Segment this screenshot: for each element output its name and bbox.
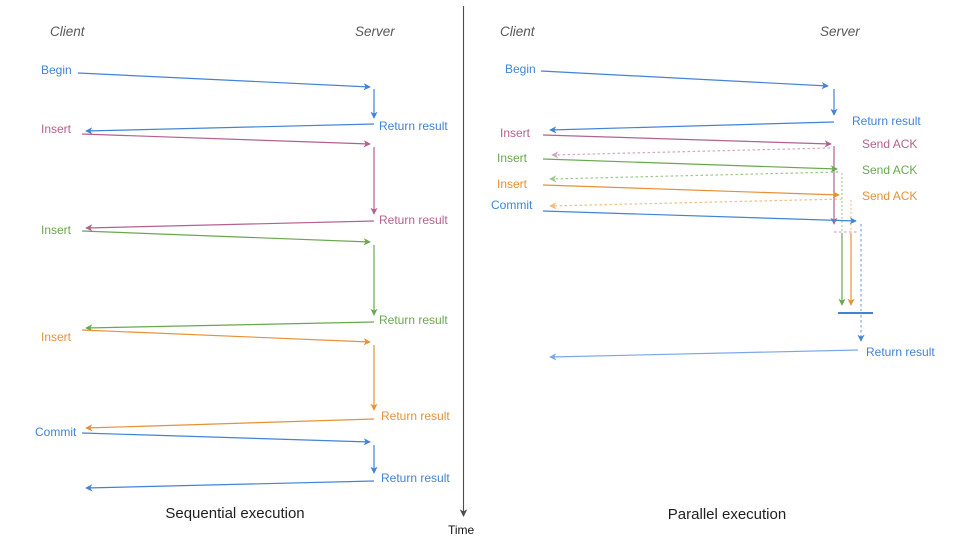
par-ack-3: Send ACK	[862, 189, 918, 203]
par-caption: Parallel execution	[667, 506, 787, 523]
par-ack-1: Send ACK	[862, 137, 918, 151]
seq-response-3: Return result	[379, 313, 448, 327]
seq-response-2: Return result	[379, 213, 448, 227]
time-axis-label: Time	[448, 523, 475, 537]
par-request-insert1: Insert	[500, 126, 531, 140]
seq-insert1-exchange	[81, 133, 378, 232]
par-response-final: Return result	[866, 345, 935, 359]
seq-server-header: Server	[355, 24, 395, 39]
par-request-insert3: Insert	[497, 177, 528, 191]
seq-client-header: Client	[50, 24, 85, 39]
seq-request-begin: Begin	[41, 63, 72, 77]
par-insert1-exchange	[542, 134, 838, 225]
seq-begin-exchange	[77, 72, 378, 135]
par-insert3-exchange	[542, 184, 855, 306]
seq-caption: Sequential execution	[165, 505, 305, 522]
par-client-header: Client	[500, 24, 535, 39]
par-request-begin: Begin	[505, 62, 536, 76]
seq-response-5: Return result	[381, 471, 450, 485]
seq-request-insert1: Insert	[41, 122, 72, 136]
seq-request-insert2: Insert	[41, 223, 72, 237]
par-server-header: Server	[820, 24, 860, 39]
par-request-commit: Commit	[491, 198, 533, 212]
seq-commit-exchange	[81, 432, 378, 492]
par-begin-exchange	[540, 70, 838, 134]
seq-request-commit: Commit	[35, 425, 77, 439]
seq-request-insert3: Insert	[41, 330, 72, 344]
par-commit-exchange	[542, 210, 873, 361]
par-request-insert2: Insert	[497, 151, 528, 165]
par-insert2-exchange	[542, 158, 846, 306]
par-response-begin: Return result	[852, 114, 921, 128]
seq-response-4: Return result	[381, 409, 450, 423]
seq-insert2-exchange	[81, 230, 378, 332]
seq-response-1: Return result	[379, 119, 448, 133]
seq-insert3-exchange	[81, 329, 378, 432]
par-ack-2: Send ACK	[862, 163, 918, 177]
